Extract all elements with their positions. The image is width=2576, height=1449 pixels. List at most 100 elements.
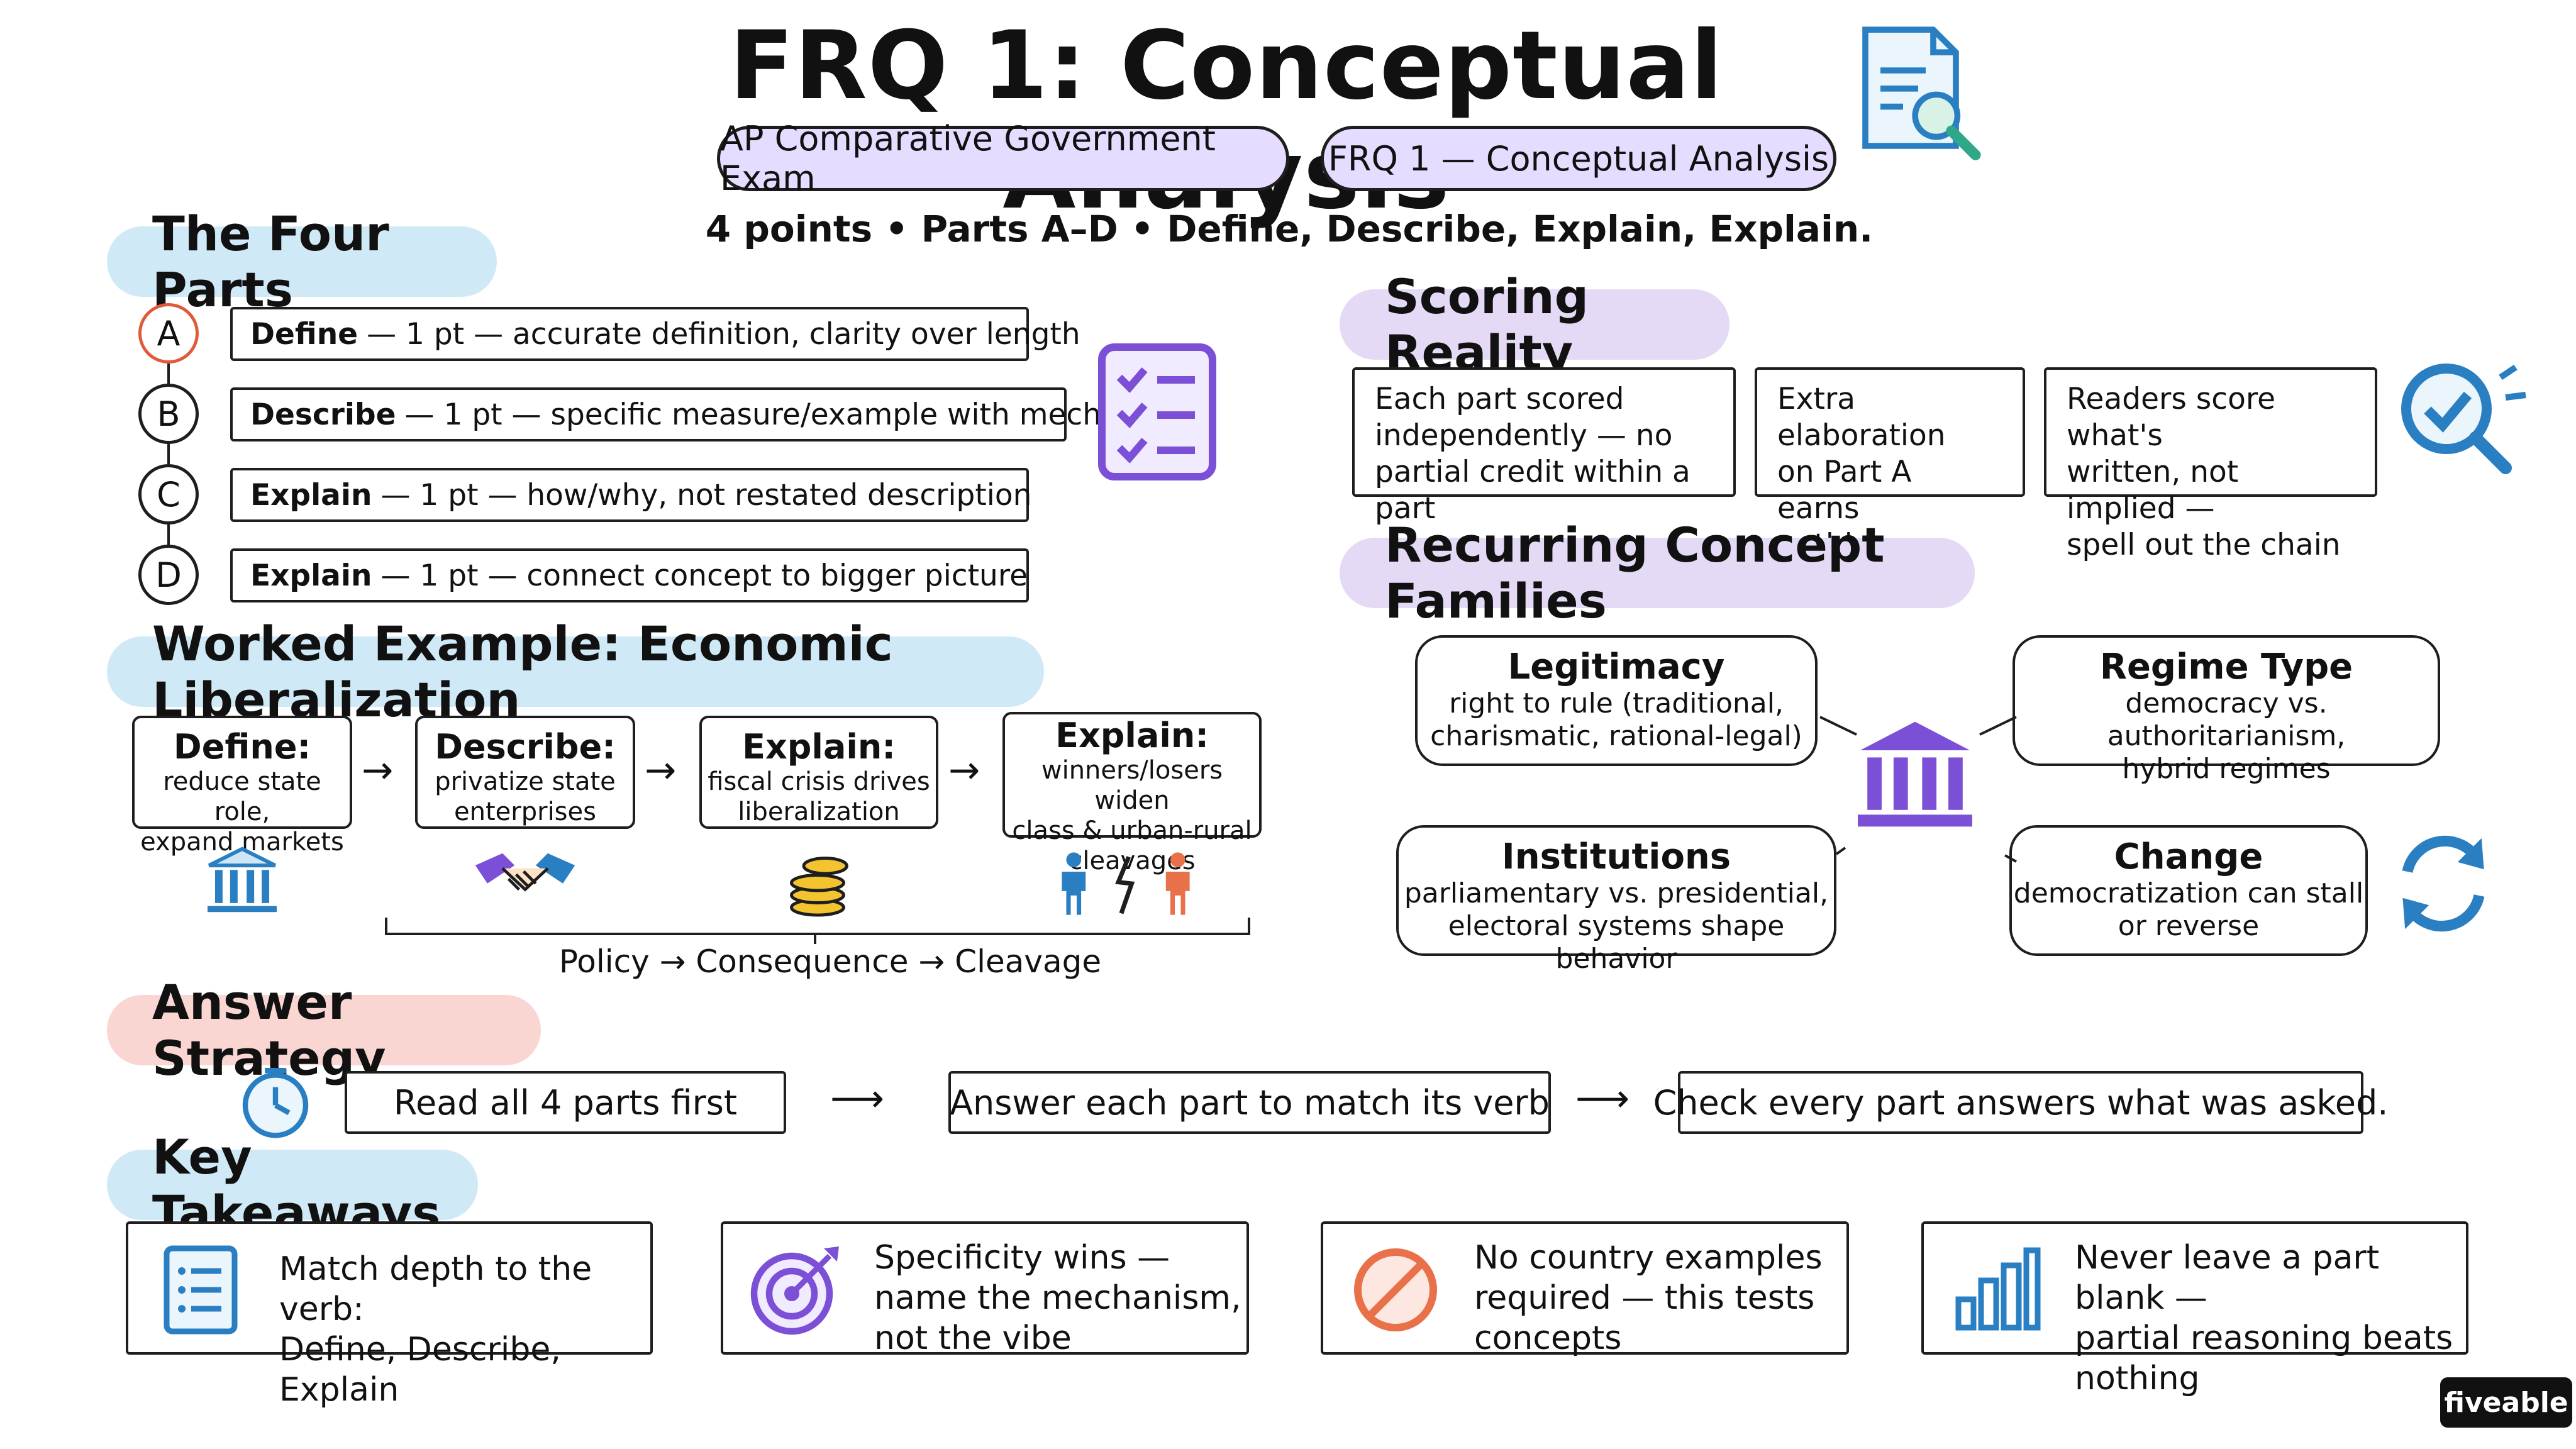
scoring-line: Extra elaboration <box>1777 382 1946 453</box>
exam-pill-label: AP Comparative Government Exam <box>720 119 1216 198</box>
family-line: or reverse <box>2118 910 2260 942</box>
scoring-card: Readers score what's written, not implie… <box>2044 367 2377 562</box>
family-title: Legitimacy <box>1507 647 1725 687</box>
strategy-step-text: Answer each part to match its verb <box>950 1082 1550 1123</box>
strategy-step-read: Read all 4 parts first <box>345 1071 786 1134</box>
part-letter: A <box>157 313 180 353</box>
worked-step-line: reduce state role, <box>163 767 321 826</box>
target-icon <box>750 1246 839 1335</box>
frq-pill-label: FRQ 1 — Conceptual Analysis <box>1328 138 1829 179</box>
clock-icon <box>242 1068 309 1138</box>
takeaway-card: Match depth to the verb: Define, Describ… <box>126 1221 653 1409</box>
scoring-card: Each part scored independently — no part… <box>1352 367 1736 526</box>
scoring-line: partial credit within a part <box>1375 455 1690 526</box>
part-text: — 1 pt — connect concept to bigger pictu… <box>380 558 1028 593</box>
family-line: right to rule (traditional, <box>1449 687 1784 719</box>
part-verb: Explain <box>250 558 372 593</box>
family-line: electoral systems shape behavior <box>1448 910 1785 975</box>
worked-step-line: winners/losers widen <box>1041 756 1223 815</box>
strategy-step-text: Check every part answers what was asked. <box>1653 1082 2389 1123</box>
strategy-heading-text: Answer Strategy <box>152 974 386 1086</box>
prohibited-icon <box>1354 1248 1437 1331</box>
exam-pill: AP Comparative Government Exam <box>717 119 1289 198</box>
four-parts-heading-text: The Four Parts <box>152 206 389 318</box>
family-legitimacy: Legitimacy right to rule (traditional, c… <box>1415 635 1818 766</box>
worked-step-explain: Explain: fiscal crisis drives liberaliza… <box>699 716 938 829</box>
four-parts-heading: The Four Parts <box>107 206 497 318</box>
arrow-icon: ⟶ <box>830 1077 885 1121</box>
fiveable-logo: fiveable <box>2440 1377 2572 1428</box>
bar-chart-icon <box>1955 1247 2041 1331</box>
part-d-box: Explain— 1 pt — connect concept to bigge… <box>230 548 1029 602</box>
family-line: democratization can stall <box>2013 877 2364 909</box>
strategy-step-text: Read all 4 parts first <box>393 1082 738 1123</box>
worked-step-explain-2: Explain: winners/losers widen class & ur… <box>1002 712 1262 875</box>
frq-pill: FRQ 1 — Conceptual Analysis <box>1321 126 1836 191</box>
people-divided-icon <box>1062 852 1190 915</box>
bracket <box>385 918 1250 944</box>
takeaway-line: Match depth to the verb: <box>279 1250 592 1328</box>
worked-example-heading-text: Worked Example: Economic Liberalization <box>152 616 893 728</box>
scoring-heading: Scoring Reality <box>1340 269 1729 380</box>
takeaway-line: partial reasoning beats <box>2075 1319 2453 1357</box>
worked-step-title: Define: <box>173 727 311 767</box>
coin-stack-icon <box>790 857 848 917</box>
takeaway-line: No country examples <box>1474 1239 1823 1277</box>
worked-step-title: Explain: <box>742 727 896 767</box>
document-search-icon <box>1862 26 1981 160</box>
scoring-heading-text: Scoring Reality <box>1385 269 1589 380</box>
families-heading: Recurring Concept Families <box>1340 517 1975 629</box>
scoring-line: on Part A earns <box>1777 455 1912 526</box>
takeaway-line: Specificity wins — <box>874 1239 1170 1277</box>
part-d-circle: D <box>138 545 199 605</box>
scoring-card: Extra elaboration on Part A earns nothin… <box>1755 367 2025 562</box>
magnifier-check-icon <box>2401 364 2526 474</box>
part-verb: Explain <box>250 477 372 513</box>
worked-example-heading: Worked Example: Economic Liberalization <box>107 616 1044 728</box>
takeaway-line: Define, Describe, Explain <box>279 1331 561 1409</box>
takeaway-card: Never leave a part blank — partial reaso… <box>1921 1221 2468 1397</box>
part-letter: B <box>157 394 180 434</box>
takeaway-line: not the vibe <box>874 1319 1072 1357</box>
part-b-box: Describe— 1 pt — specific measure/exampl… <box>230 387 1191 441</box>
worked-step-define: Define: reduce state role, expand market… <box>132 716 352 857</box>
part-verb: Describe <box>250 397 396 432</box>
part-text: — 1 pt — accurate definition, clarity ov… <box>367 316 1080 352</box>
handshake-icon <box>475 853 575 892</box>
arrow-icon: → <box>645 748 677 792</box>
takeaway-line: Never leave a part blank — <box>2075 1239 2380 1317</box>
family-title: Institutions <box>1501 836 1731 877</box>
takeaways-heading: Key Takeaways <box>107 1129 478 1241</box>
scoring-line: Each part scored <box>1375 382 1624 416</box>
takeaway-line: concepts <box>1474 1319 1622 1357</box>
worked-step-title: Describe: <box>435 727 616 767</box>
part-text: — 1 pt — specific measure/example with m… <box>404 397 1191 432</box>
part-letter: C <box>157 474 180 514</box>
part-c-box: Explain— 1 pt — how/why, not restated de… <box>230 468 1032 522</box>
part-text: — 1 pt — how/why, not restated descripti… <box>380 477 1032 513</box>
scoring-line: written, not implied — <box>2067 455 2239 526</box>
connector <box>167 525 170 545</box>
strategy-step-answer: Answer each part to match its verb <box>948 1071 1551 1134</box>
strategy-step-check: Check every part answers what was asked. <box>1653 1071 2388 1134</box>
family-line: democracy vs. authoritarianism, <box>2107 687 2346 752</box>
arrow-icon: ⟶ <box>1575 1077 1630 1121</box>
family-line: parliamentary vs. presidential, <box>1404 877 1829 909</box>
worked-step-line: class & urban-rural <box>1012 816 1252 845</box>
worked-step-line: privatize state <box>435 767 616 796</box>
checklist-icon <box>1098 343 1216 480</box>
family-title: Regime Type <box>2099 647 2353 687</box>
refresh-cycle-icon <box>2402 835 2485 932</box>
family-title: Change <box>2114 836 2263 877</box>
capitol-building-icon <box>1858 721 1972 827</box>
worked-step-line: enterprises <box>454 797 596 826</box>
takeaway-line: nothing <box>2075 1360 2200 1397</box>
takeaway-line: required — this tests <box>1474 1279 1815 1317</box>
scoring-line: spell out the chain <box>2067 528 2341 562</box>
part-b-circle: B <box>138 384 199 444</box>
part-c-circle: C <box>138 464 199 525</box>
worked-step-line: liberalization <box>738 797 900 826</box>
connector-lines <box>1819 716 2017 863</box>
list-document-icon <box>164 1245 238 1335</box>
takeaway-line: name the mechanism, <box>874 1279 1241 1317</box>
